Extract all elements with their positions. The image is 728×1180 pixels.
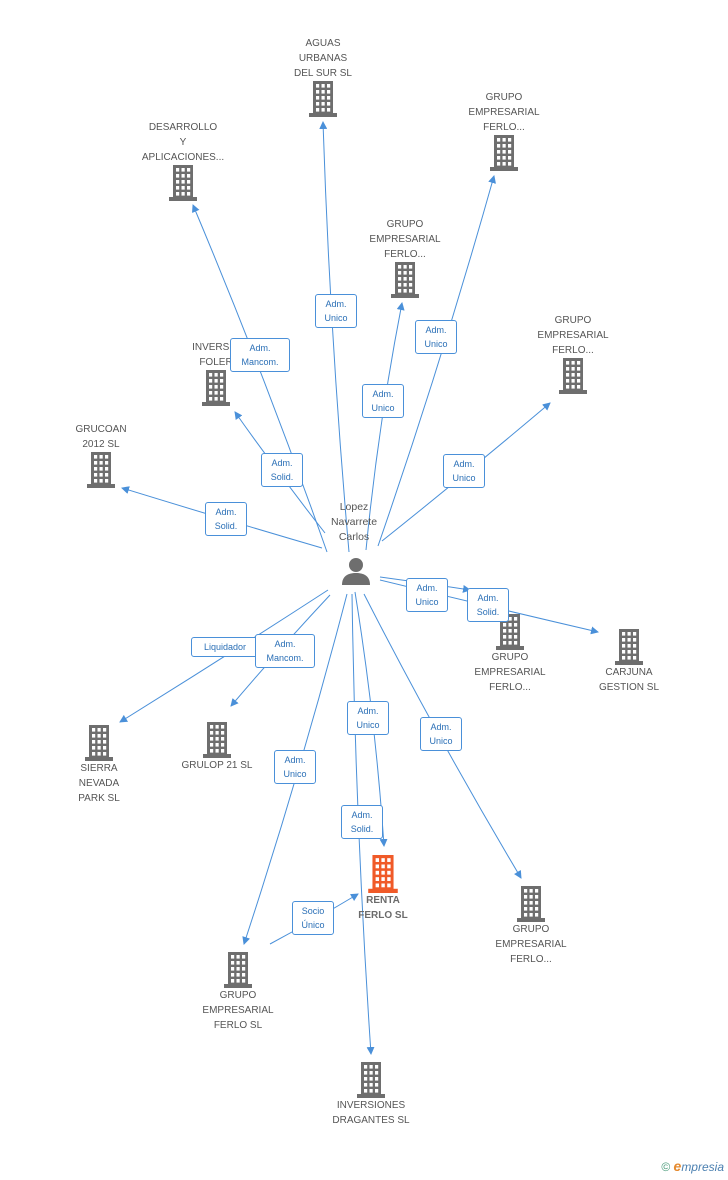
role-badge[interactable]: Adm. Unico — [406, 578, 448, 612]
role-badge[interactable]: Liquidador — [191, 637, 259, 657]
copyright-symbol: © — [661, 1160, 671, 1174]
role-badge[interactable]: Adm. Solid. — [467, 588, 509, 622]
role-badge[interactable]: Adm. Unico — [415, 320, 457, 354]
company-label: CARJUNA GESTION SL — [598, 667, 659, 693]
company-label: GRUPO EMPRESARIAL FERLO... — [369, 219, 441, 260]
building-icon — [85, 725, 113, 761]
role-badge[interactable]: Adm. Unico — [347, 701, 389, 735]
company-label: DESARROLLO Y APLICACIONES... — [141, 122, 225, 163]
building-icon — [87, 452, 115, 488]
company-grupo-empresarial-ferlo-5[interactable]: GRUPO EMPRESARIAL FERLO... — [476, 886, 586, 967]
company-grupo-empresarial-ferlo-4[interactable]: GRUPO EMPRESARIAL FERLO... — [455, 614, 565, 695]
company-desarrollo-y-aplicaciones[interactable]: DESARROLLO Y APLICACIONES... — [128, 120, 238, 201]
company-label: GRUPO EMPRESARIAL FERLO... — [537, 315, 609, 356]
building-icon — [203, 722, 231, 758]
company-label: RENTA FERLO SL — [358, 895, 408, 921]
building-icon — [615, 629, 643, 665]
building-icon — [391, 262, 419, 298]
company-grupo-empresarial-ferlo-1[interactable]: GRUPO EMPRESARIAL FERLO... — [449, 90, 559, 171]
role-badge[interactable]: Adm. Unico — [362, 384, 404, 418]
person-icon[interactable] — [341, 556, 371, 586]
building-icon-focus — [368, 855, 398, 893]
relation-edge — [192, 204, 328, 553]
role-badge[interactable]: Adm. Unico — [420, 717, 462, 751]
building-icon — [224, 952, 252, 988]
role-badge[interactable]: Socio Único — [292, 901, 334, 935]
empresia-brand: © empresia — [661, 1158, 724, 1174]
company-label: SIERRA NEVADA PARK SL — [78, 763, 120, 804]
role-badge[interactable]: Adm. Solid. — [261, 453, 303, 487]
role-badge[interactable]: Adm. Mancom. — [230, 338, 290, 372]
building-icon — [169, 165, 197, 201]
company-label: GRUPO EMPRESARIAL FERLO... — [474, 652, 546, 693]
building-icon — [357, 1062, 385, 1098]
role-badge[interactable]: Adm. Unico — [274, 750, 316, 784]
company-label: GRUPO EMPRESARIAL FERLO... — [495, 924, 567, 965]
brand-logo-e: e — [673, 1158, 682, 1174]
brand-logo-text: mpresia — [681, 1160, 724, 1174]
relation-edge — [365, 302, 405, 551]
company-label: GRULOP 21 SL — [181, 760, 253, 771]
role-badge[interactable]: Adm. Solid. — [341, 805, 383, 839]
role-badge[interactable]: Adm. Unico — [443, 454, 485, 488]
company-grupo-empresarial-ferlo-sl[interactable]: GRUPO EMPRESARIAL FERLO SL — [183, 952, 293, 1033]
person-name: Lopez Navarrete Carlos — [330, 501, 378, 543]
role-badge[interactable]: Adm. Mancom. — [255, 634, 315, 668]
company-label: INVERSIO FOLER — [192, 342, 240, 368]
building-icon — [202, 370, 230, 406]
building-icon — [309, 81, 337, 117]
role-badge[interactable]: Adm. Unico — [315, 294, 357, 328]
company-grupo-empresarial-ferlo-3[interactable]: GRUPO EMPRESARIAL FERLO... — [518, 313, 628, 394]
company-grupo-empresarial-ferlo-2[interactable]: GRUPO EMPRESARIAL FERLO... — [350, 217, 460, 298]
company-label: GRUPO EMPRESARIAL FERLO... — [468, 92, 540, 133]
relation-edge — [319, 121, 350, 553]
company-aguas-urbanas-del-sur[interactable]: AGUAS URBANAS DEL SUR SL — [268, 36, 378, 117]
company-label: GRUCOAN 2012 SL — [75, 424, 127, 450]
company-sierra-nevada-park[interactable]: SIERRA NEVADA PARK SL — [44, 725, 154, 806]
company-renta-ferlo-focus[interactable]: RENTA FERLO SL — [328, 855, 438, 923]
company-grulop-21[interactable]: GRULOP 21 SL — [162, 722, 272, 773]
company-label: AGUAS URBANAS DEL SUR SL — [294, 38, 352, 79]
company-inversiones-foler[interactable]: INVERSIO FOLER — [161, 340, 271, 406]
building-icon — [496, 614, 524, 650]
company-carjuna-gestion[interactable]: CARJUNA GESTION SL — [574, 629, 684, 695]
company-label: GRUPO EMPRESARIAL FERLO SL — [202, 990, 274, 1031]
role-badge[interactable]: Adm. Solid. — [205, 502, 247, 536]
relation-edge — [377, 175, 496, 547]
company-grucoan-2012[interactable]: GRUCOAN 2012 SL — [46, 422, 156, 488]
building-icon — [517, 886, 545, 922]
company-label: INVERSIONES DRAGANTES SL — [332, 1100, 410, 1126]
company-inversiones-dragantes[interactable]: INVERSIONES DRAGANTES SL — [316, 1062, 426, 1128]
building-icon — [490, 135, 518, 171]
building-icon — [559, 358, 587, 394]
